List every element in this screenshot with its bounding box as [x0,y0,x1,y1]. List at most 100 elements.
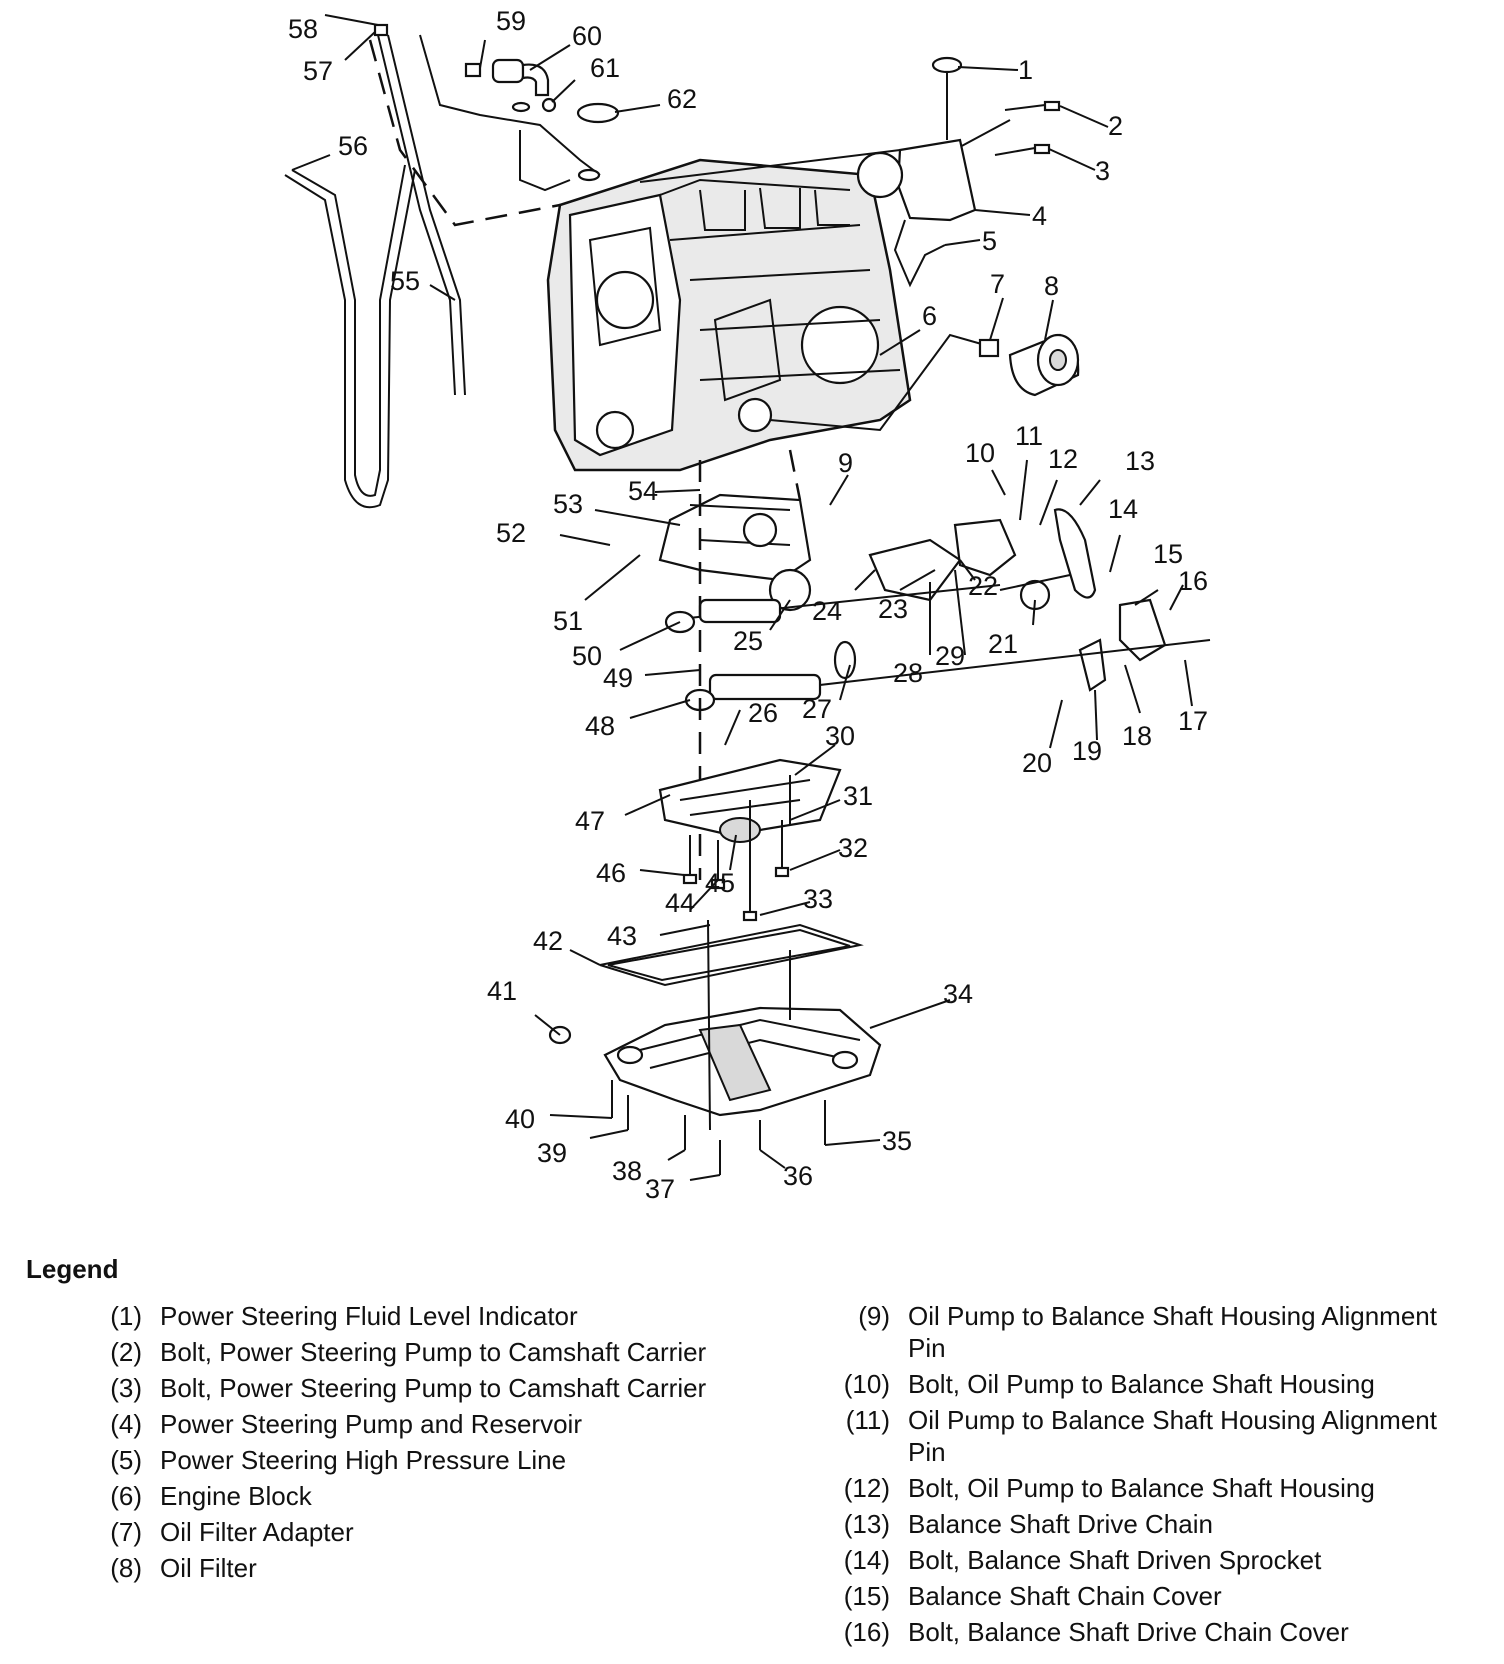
callout-26: 26 [748,698,778,728]
legend-item-text: Oil Pump to Balance Shaft Housing Alignm… [908,1405,1437,1467]
callout-37: 37 [645,1174,675,1204]
callout-42: 42 [533,926,563,956]
legend-item-number: (13) [843,1509,890,1539]
callout-18: 18 [1122,721,1152,751]
callout-59: 59 [496,6,526,36]
callout-52: 52 [496,518,526,548]
legend-item: (11)Oil Pump to Balance Shaft Housing Al… [830,1404,1480,1468]
callout-51: 51 [553,606,583,636]
legend-item: (9)Oil Pump to Balance Shaft Housing Ali… [830,1300,1480,1364]
callout-47: 47 [575,806,605,836]
callout-46: 46 [596,858,626,888]
callout-39: 39 [537,1138,567,1168]
legend-item: (1) Power Steering Fluid Level Indicator [82,1300,762,1332]
callout-22: 22 [968,571,998,601]
legend-item-number: (6) [110,1481,142,1511]
engine-block-drawing [546,158,912,472]
legend-item-text: Bolt, Oil Pump to Balance Shaft Housing [908,1473,1375,1503]
callout-54: 54 [628,476,658,506]
callout-16: 16 [1178,566,1208,596]
callout-13: 13 [1125,446,1155,476]
legend-item-text: Bolt, Oil Pump to Balance Shaft Housing [908,1369,1375,1399]
callout-62: 62 [667,84,697,114]
callout-20: 20 [1022,748,1052,778]
legend-item-text: Balance Shaft Drive Chain [908,1509,1213,1539]
callout-50: 50 [572,641,602,671]
callout-1: 1 [1018,55,1033,85]
legend-item-text: Oil Filter Adapter [160,1517,354,1547]
legend-item-text: Power Steering High Pressure Line [160,1445,567,1475]
callout-10: 10 [965,438,995,468]
legend-item-text: Oil Filter [160,1553,257,1583]
legend-item-number: (12) [843,1473,890,1503]
legend-item: (2) Bolt, Power Steering Pump to Camshaft… [82,1336,762,1368]
legend-item-number: (5) [110,1445,142,1475]
callout-35: 35 [882,1126,912,1156]
callout-38: 38 [612,1156,642,1186]
legend-item: (12) Bolt, Oil Pump to Balance Shaft Hous… [830,1472,1480,1504]
legend-item-text: Bolt, Balance Shaft Drive Chain Cover [908,1617,1349,1647]
oil-pan-drawing [548,1006,882,1117]
legend-item-text: Balance Shaft Chain Cover [908,1581,1222,1611]
callout-53: 53 [553,489,583,519]
callout-2: 2 [1108,111,1123,141]
callout-4: 4 [1032,201,1047,231]
legend-item-text: Oil Pump to Balance Shaft Housing Alignm… [908,1301,1437,1363]
legend-item-number: (2) [110,1337,142,1367]
oil-pump-housing-drawing [658,493,1167,692]
callout-31: 31 [843,781,873,811]
legend-item-number: (16) [843,1617,890,1647]
callout-40: 40 [505,1104,535,1134]
legend-item-number: (1) [110,1301,142,1331]
legend-item-text: Power Steering Fluid Level Indicator [160,1301,578,1331]
callout-61: 61 [590,53,620,83]
legend-item-number: (4) [110,1409,142,1439]
legend-item-number: (8) [110,1553,142,1583]
legend-item: (10) Bolt, Oil Pump to Balance Shaft Hous… [830,1368,1480,1400]
callout-3: 3 [1095,156,1110,186]
oil-filter-drawing [769,333,1080,432]
legend-item-number: (3) [110,1373,142,1403]
callout-21: 21 [988,629,1018,659]
callout-45: 45 [705,868,735,898]
legend-item-text: Engine Block [160,1481,312,1511]
legend-item-number: (10) [843,1369,890,1399]
callout-56: 56 [338,131,368,161]
legend-item-text: Bolt, Balance Shaft Driven Sprocket [908,1545,1322,1575]
legend-item-number: (15) [843,1581,890,1611]
callout-8: 8 [1044,271,1059,301]
legend-title: Legend [26,1254,119,1284]
callout-7: 7 [990,269,1005,299]
legend-item: (6) Engine Block [82,1480,762,1512]
callout-41: 41 [487,976,517,1006]
legend-item-number: (7) [110,1517,142,1547]
callout-17: 17 [1178,706,1208,736]
callout-33: 33 [803,884,833,914]
legend-item-number: (14) [843,1545,890,1575]
callout-44: 44 [665,888,695,918]
callout-5: 5 [982,226,997,256]
callout-15: 15 [1153,539,1183,569]
callout-9: 9 [838,448,853,478]
exploded-engine-diagram: 1 2 3 4 5 6 7 8 9 10 11 12 13 14 15 16 1… [284,6,1211,1204]
oil-pan-gasket-drawing [599,923,864,987]
callout-25: 25 [733,626,763,656]
callout-55: 55 [390,266,420,296]
legend-item: (14) Bolt, Balance Shaft Driven Sprocket [830,1544,1480,1576]
callout-27: 27 [802,694,832,724]
callout-49: 49 [603,663,633,693]
legend-item: (15) Balance Shaft Chain Cover [830,1580,1480,1612]
callout-32: 32 [838,833,868,863]
legend-item-text: Bolt, Power Steering Pump to Camshaft Ca… [160,1337,707,1367]
callout-23: 23 [878,594,908,624]
legend-item: (3)Bolt, Power Steering Pump to Camshaft… [82,1372,762,1404]
callout-48: 48 [585,711,615,741]
legend-column-left: (1)Power Steering Fluid Level Indicator … [82,1300,762,1588]
leader-lines [291,14,1193,1181]
callout-14: 14 [1108,494,1138,524]
legend-column-right: (9)Oil Pump to Balance Shaft Housing Ali… [830,1300,1480,1652]
legend-item: (8) Oil Filter [82,1552,762,1584]
callout-19: 19 [1072,736,1102,766]
callout-labels: 1 2 3 4 5 6 7 8 9 10 11 12 13 14 15 16 1… [288,6,1208,1204]
callout-34: 34 [943,979,973,1009]
